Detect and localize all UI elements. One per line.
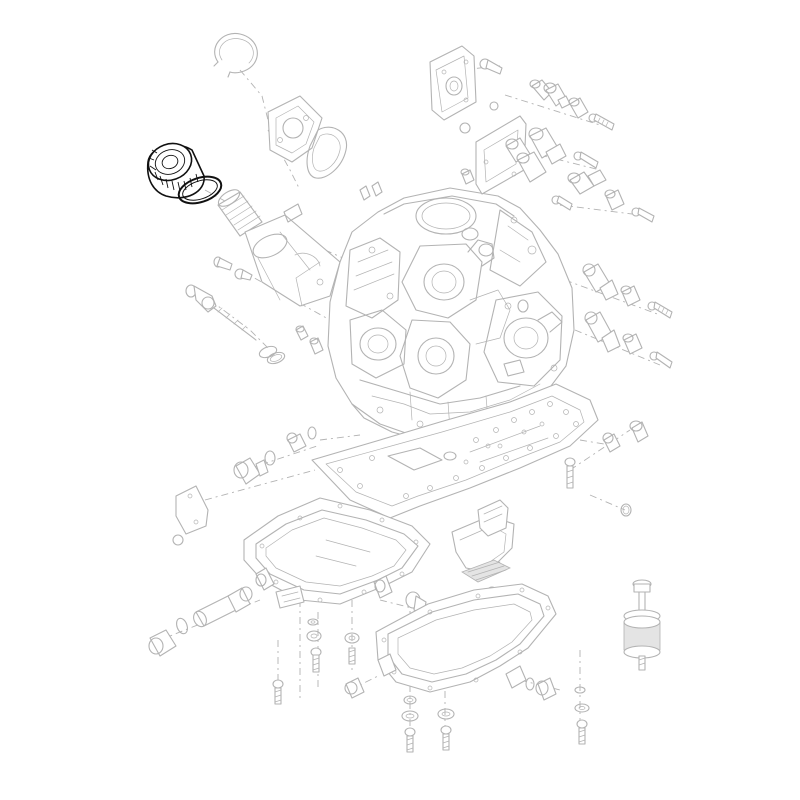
plug-right-2 bbox=[629, 420, 649, 443]
lower-pan-plug-right bbox=[525, 677, 557, 701]
solenoid-fitting-5 bbox=[604, 189, 625, 211]
oil-filter-element bbox=[146, 142, 205, 199]
filter-housing-cover bbox=[267, 95, 323, 163]
valve-plate-bolt-3 bbox=[459, 122, 471, 134]
pan-washer-1 bbox=[307, 618, 319, 626]
lower-bolt-2 bbox=[440, 725, 452, 751]
solenoid-fitting-3 bbox=[568, 97, 589, 119]
oil-pan-lower bbox=[375, 583, 557, 693]
oil-strainer bbox=[451, 499, 515, 573]
pan-washer-3 bbox=[344, 632, 360, 644]
strainer-filter-pad bbox=[461, 559, 511, 583]
solenoid-fitting-2 bbox=[543, 82, 571, 109]
housing-bolt-left-1 bbox=[213, 256, 233, 271]
pan-washer-2 bbox=[306, 630, 322, 642]
sensor-o-ring bbox=[258, 345, 286, 365]
valve-body-gasket bbox=[311, 383, 599, 519]
pan-bolt-3 bbox=[272, 679, 284, 705]
plug-upper-mid bbox=[460, 168, 475, 185]
solenoid-bolt-2 bbox=[573, 151, 599, 169]
oil-level-sensor bbox=[185, 284, 257, 341]
lower-washer-3 bbox=[437, 708, 455, 720]
valve-plate-bolt-2 bbox=[489, 101, 499, 111]
pipe-o-ring-left bbox=[176, 617, 188, 635]
pan-bolt-1 bbox=[310, 647, 322, 673]
plug-small-1 bbox=[295, 325, 309, 341]
rubber-mount bbox=[623, 579, 661, 671]
valve-plate-bolt-1 bbox=[479, 58, 503, 75]
side-fitting-3 bbox=[584, 311, 621, 353]
plug-small-2 bbox=[309, 337, 324, 355]
oil-pan-upper bbox=[243, 497, 431, 609]
side-cover-plate bbox=[172, 485, 209, 546]
pipe-end-plug bbox=[148, 629, 177, 657]
plug-right-1 bbox=[602, 432, 621, 453]
side-fitting-1 bbox=[582, 263, 619, 301]
oil-cooler-pipe bbox=[193, 586, 253, 628]
snap-ring bbox=[213, 32, 258, 78]
housing-bolt-left-2 bbox=[234, 268, 253, 281]
lower-washer-1 bbox=[403, 695, 417, 705]
side-fitting-4 bbox=[622, 333, 643, 355]
cover-gasket bbox=[306, 126, 348, 179]
solenoid-bolt-1 bbox=[588, 113, 615, 131]
lower-bolt-1 bbox=[404, 727, 416, 753]
solenoid-3 bbox=[516, 151, 547, 183]
filter-spring bbox=[217, 189, 263, 237]
lower-washer-4 bbox=[574, 686, 586, 694]
solenoid-bolt-3 bbox=[551, 195, 573, 211]
pan-bolt-2 bbox=[348, 647, 356, 665]
lower-washer-5 bbox=[574, 703, 590, 713]
solenoid-2 bbox=[528, 127, 567, 165]
small-bolt-right bbox=[564, 457, 576, 489]
lower-washer-2 bbox=[401, 710, 419, 722]
filter-o-ring bbox=[177, 175, 223, 205]
plug-large-left bbox=[233, 450, 276, 485]
upper-valve-plate bbox=[429, 45, 477, 121]
drain-plug-mid bbox=[286, 426, 317, 453]
lower-pan-drain-plug bbox=[344, 677, 365, 699]
side-fitting-2 bbox=[620, 285, 641, 307]
lower-bolt-3 bbox=[576, 719, 588, 745]
solenoid-fitting-4 bbox=[567, 169, 607, 195]
side-bolt-1 bbox=[647, 301, 673, 319]
o-ring-right bbox=[620, 503, 632, 517]
solenoid-bracket bbox=[475, 115, 531, 195]
plug-small-3 bbox=[359, 181, 383, 201]
filter-housing bbox=[244, 203, 341, 307]
side-bolt-2 bbox=[649, 351, 673, 369]
solenoid-bolt-4 bbox=[631, 207, 655, 223]
